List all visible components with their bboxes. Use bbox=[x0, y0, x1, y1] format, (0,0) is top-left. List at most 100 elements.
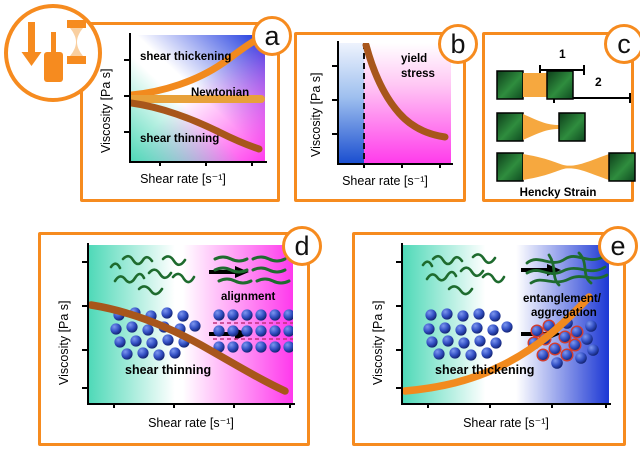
panel-b-plot: yield stress Viscosity [Pa s] Shear rate… bbox=[297, 35, 463, 199]
panel-label-a: a bbox=[252, 16, 292, 56]
polymer-entangled-chains bbox=[525, 251, 609, 287]
filament-stage-stretch-2 bbox=[496, 152, 636, 182]
panel-e-plot: entanglement/ aggregation bbox=[355, 235, 623, 443]
panel-d-y-tick bbox=[82, 261, 87, 263]
panel-b-x-tick bbox=[363, 163, 365, 168]
panel-e-y-axis bbox=[401, 243, 403, 405]
panel-b-y-tick bbox=[332, 99, 337, 101]
plunger-icon bbox=[44, 32, 63, 82]
particles-ordered-layers bbox=[213, 309, 293, 353]
panel-e-y-tick bbox=[396, 387, 401, 389]
particles-ordered bbox=[423, 308, 513, 361]
plate-right bbox=[546, 70, 574, 100]
panel-label-c: c bbox=[604, 24, 640, 64]
panel-a-x-tick bbox=[251, 161, 253, 166]
panel-d-y-axis-label: Viscosity [Pa s] bbox=[57, 300, 71, 385]
panel-d-y-tick bbox=[82, 305, 87, 307]
plate-right bbox=[608, 152, 636, 182]
plate-right bbox=[558, 112, 586, 142]
panel-b-flow-region bbox=[364, 43, 451, 163]
panel-a-x-axis-label: Shear rate [s⁻¹] bbox=[140, 172, 226, 186]
panel-e-x-tick bbox=[551, 403, 553, 408]
filament-stage-undeformed bbox=[496, 70, 574, 100]
panel-d-plot: alignment bbox=[41, 235, 307, 443]
scale-label-2: 2 bbox=[595, 75, 602, 89]
filament-hourglass-icon bbox=[67, 20, 86, 64]
panel-d-y-axis bbox=[87, 243, 89, 405]
panel-c-caption: Hencky Strain bbox=[519, 187, 597, 199]
annotation-shear-thickening: shear thickening bbox=[435, 363, 535, 377]
panel-a-y-axis bbox=[129, 33, 131, 163]
polymer-aligned-chains bbox=[213, 255, 291, 285]
panel-a-x-tick bbox=[159, 161, 161, 166]
panel-e-x-axis-label: Shear rate [s⁻¹] bbox=[463, 416, 549, 430]
panel-e-curve bbox=[403, 293, 593, 395]
panel-b-x-tick bbox=[401, 163, 403, 168]
panel-e-y-axis-label: Viscosity [Pa s] bbox=[371, 300, 385, 385]
panel-c: 1 2 bbox=[482, 32, 636, 202]
panel-d-x-tick bbox=[113, 403, 115, 408]
panel-c-content: 1 2 bbox=[485, 35, 636, 199]
panel-b-preyield-region bbox=[339, 43, 364, 163]
annotation-yield: yield bbox=[401, 53, 428, 65]
annotation-shear-thinning: shear thinning bbox=[125, 363, 212, 377]
panel-a-y-tick bbox=[124, 131, 129, 133]
curve-shear-thickening bbox=[131, 35, 265, 99]
filament-stage-stretch-1 bbox=[496, 112, 586, 142]
panel-d-curve bbox=[89, 301, 289, 395]
filament-body bbox=[523, 73, 547, 97]
panel-e-y-tick bbox=[396, 305, 401, 307]
panel-label-b: b bbox=[438, 24, 478, 64]
panel-b-y-tick bbox=[332, 133, 337, 135]
panel-b-x-axis bbox=[337, 163, 453, 165]
curve-shear-thickening bbox=[403, 293, 593, 395]
panel-d-plot-area: alignment bbox=[89, 245, 293, 403]
filament-body bbox=[523, 154, 609, 180]
panel-a-y-tick bbox=[124, 59, 129, 61]
curve-shear-thinning bbox=[131, 99, 263, 153]
annotation-shear-thickening: shear thickening bbox=[140, 51, 232, 63]
panel-a-y-tick bbox=[124, 95, 129, 97]
annotation-stress: stress bbox=[401, 68, 435, 80]
panel-e-y-tick bbox=[396, 349, 401, 351]
panel-a-curves bbox=[131, 35, 265, 153]
panel-d-x-tick bbox=[233, 403, 235, 408]
panel-a-plot-area bbox=[131, 35, 265, 161]
logo-glyphs bbox=[21, 20, 86, 82]
annotation-newtonian: Newtonian bbox=[191, 87, 250, 99]
polymer-separate-coils bbox=[421, 253, 506, 296]
annotation-alignment: alignment bbox=[221, 291, 276, 303]
panel-d-y-tick bbox=[82, 387, 87, 389]
panel-b-y-tick bbox=[332, 65, 337, 67]
annotation-aggregation: aggregation bbox=[531, 307, 597, 319]
plate-left bbox=[496, 152, 524, 182]
panel-b-y-axis-label: Viscosity [Pa s] bbox=[309, 72, 323, 157]
panel-a-plot: shear thickening Newtonian shear thinnin… bbox=[83, 25, 277, 199]
panel-e-plot-area: entanglement/ aggregation bbox=[403, 245, 609, 403]
panel-e-x-tick bbox=[489, 403, 491, 408]
curve-shear-thinning bbox=[89, 301, 289, 395]
rheology-logo bbox=[4, 4, 102, 102]
panel-d-y-tick bbox=[82, 349, 87, 351]
curve-yield-stress bbox=[362, 43, 449, 141]
panel-b-curves bbox=[362, 43, 449, 163]
filament-body bbox=[523, 114, 559, 140]
panel-e-y-tick bbox=[396, 261, 401, 263]
panel-a-x-tick bbox=[205, 161, 207, 166]
down-arrow-icon bbox=[21, 22, 42, 66]
panel-d-x-tick bbox=[289, 403, 291, 408]
polymer-random-coils bbox=[109, 254, 196, 296]
panel-b-plot-area bbox=[339, 43, 451, 163]
annotation-shear-thinning: shear thinning bbox=[140, 133, 220, 145]
panel-d-x-axis-label: Shear rate [s⁻¹] bbox=[148, 416, 234, 430]
panel-b-x-axis-label: Shear rate [s⁻¹] bbox=[342, 174, 428, 188]
panel-b-y-axis bbox=[337, 41, 339, 165]
panel-e: entanglement/ aggregation bbox=[352, 232, 626, 446]
panel-b-x-tick bbox=[439, 163, 441, 168]
panel-d: alignment bbox=[38, 232, 310, 446]
panel-a-x-axis bbox=[129, 161, 267, 163]
panel-d-x-tick bbox=[173, 403, 175, 408]
plate-left bbox=[496, 70, 524, 100]
panel-d-x-axis bbox=[87, 403, 295, 405]
